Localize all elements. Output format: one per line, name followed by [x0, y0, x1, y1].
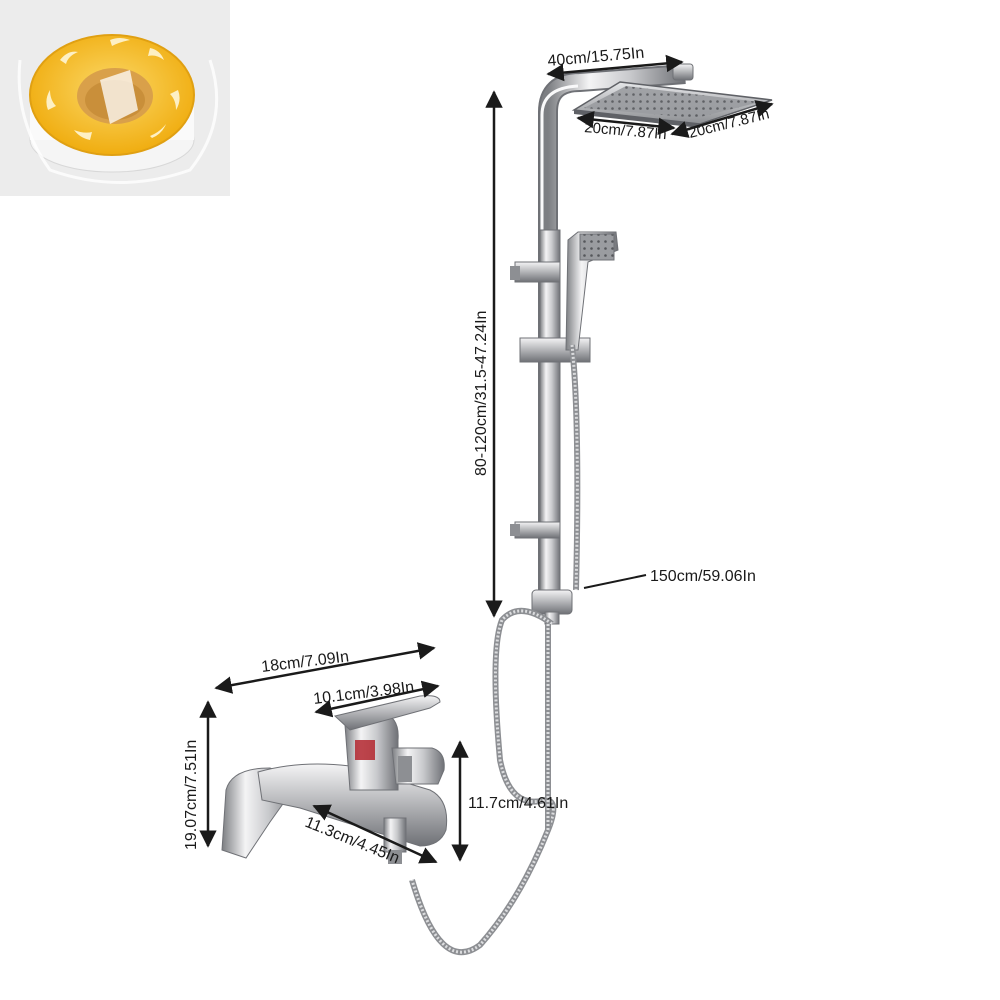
- shower-column: [538, 63, 694, 600]
- tape-roll-illustration: [17, 34, 219, 184]
- hose-leader: [583, 574, 647, 589]
- label-mixer-height: 19.07cm/7.51In: [183, 740, 200, 850]
- arrow-spout-length: [312, 804, 438, 864]
- arrow-top-arm: [546, 54, 684, 82]
- hand-shower: [565, 231, 619, 351]
- label-hose-length: 150cm/59.06In: [650, 568, 756, 585]
- shower-hose: [409, 344, 581, 956]
- dimension-arrows: [199, 54, 774, 864]
- arrow-handle-length: [314, 680, 440, 718]
- dimension-labels: 40cm/15.75In 20cm/7.87In 20cm/7.87In 80-…: [183, 45, 771, 868]
- arrow-head-depth: [576, 110, 676, 136]
- label-rail-height: 80-120cm/31.5-47.24In: [473, 311, 490, 476]
- arrow-head-width: [670, 100, 774, 138]
- label-body-height: 11.7cm/4.61In: [468, 795, 568, 812]
- thread-seal-tape-photo: [0, 0, 230, 196]
- slide-rail: [510, 229, 591, 625]
- arrow-mixer-length: [214, 642, 436, 694]
